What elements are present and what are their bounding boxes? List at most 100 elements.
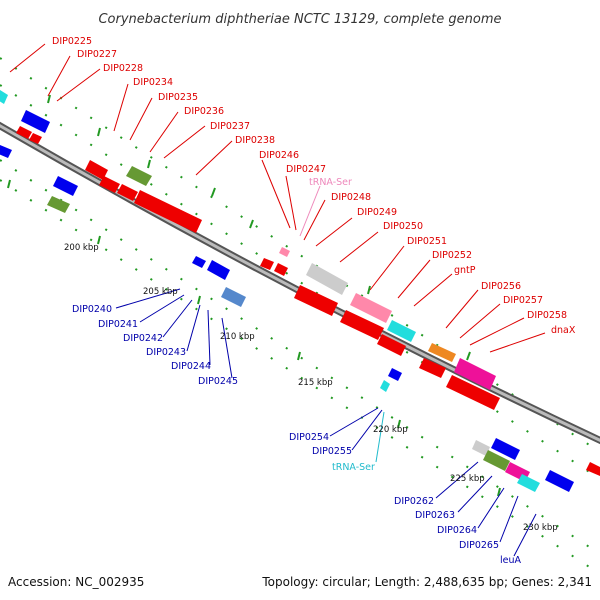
label-dnaX: dnaX <box>551 325 576 336</box>
gene-dip0235 <box>126 166 152 186</box>
leader-dnaX <box>489 332 546 353</box>
forward-gene-labels: DIP0225 DIP0227 DIP0228 DIP0234 DIP0235 … <box>9 36 576 353</box>
leader-dip0243 <box>186 304 201 352</box>
label-trna-ser-forward: tRNA-Ser <box>309 177 352 188</box>
label-dip0257: DIP0257 <box>503 295 543 306</box>
leader-dip0228 <box>56 68 101 102</box>
scale-labels: 200 kbp 205 kbp 210 kbp 215 kbp 220 kbp … <box>64 243 558 533</box>
gene-dip0266 <box>491 438 520 460</box>
gene-dip0234 <box>85 160 108 180</box>
gene-dip0263 <box>483 450 510 471</box>
gene-dnaX <box>446 375 500 410</box>
scale-label-205kbp: 205 kbp <box>143 287 178 297</box>
trna-ser-forward <box>279 247 290 257</box>
label-dip0263: DIP0263 <box>415 510 455 521</box>
gene-dip0228 <box>16 126 32 139</box>
gene-dip0241 <box>53 176 78 196</box>
leader-dip0242 <box>162 299 193 338</box>
forward-features <box>0 90 500 410</box>
label-dip0265: DIP0265 <box>459 540 499 551</box>
label-leuA: leuA <box>500 555 522 566</box>
gene-dip0252 <box>387 320 416 342</box>
scale-label-225kbp: 225 kbp <box>450 474 485 484</box>
leader-dip0256 <box>445 289 479 329</box>
gene-dip0249 <box>294 285 338 316</box>
gene-dip0243 <box>192 256 206 268</box>
label-dip0234: DIP0234 <box>133 77 173 88</box>
label-dip0247: DIP0247 <box>286 164 326 175</box>
leader-dip0237 <box>163 125 206 159</box>
scale-label-210kbp: 210 kbp <box>220 332 255 342</box>
leader-dip0245 <box>221 317 233 379</box>
leader-dip0227 <box>47 55 71 97</box>
label-dip0235: DIP0235 <box>158 92 198 103</box>
gene-dip0240 <box>0 145 12 158</box>
leader-dip0263 <box>457 475 493 513</box>
gene-dip0257 <box>454 358 496 390</box>
accession-text: Accession: NC_002935 <box>8 575 144 589</box>
leader-dip0249 <box>315 217 353 247</box>
label-dip0251: DIP0251 <box>407 236 447 247</box>
map-title: Corynebacterium diphtheriae NCTC 13129, … <box>98 12 501 27</box>
topology-text: Topology: circular; Length: 2,488,635 bp… <box>261 575 592 589</box>
leader-dip0265 <box>499 495 519 543</box>
label-dip0254: DIP0254 <box>289 432 329 443</box>
label-dip0262: DIP0262 <box>394 496 434 507</box>
tick-marks <box>7 94 501 497</box>
leader-trna-ser-rev <box>375 411 385 463</box>
gene-dip0237 <box>117 184 138 201</box>
gene-dip0244 <box>207 260 230 280</box>
leader-dip0240 <box>115 288 181 309</box>
leader-dip0246 <box>261 159 291 229</box>
leader-dip0225 <box>9 43 46 73</box>
leader-dip0238 <box>195 140 233 176</box>
leader-dip0236 <box>149 111 179 153</box>
label-dip0249: DIP0249 <box>357 207 397 218</box>
label-dip0225: DIP0225 <box>52 36 92 47</box>
label-dip0246: DIP0246 <box>259 150 299 161</box>
leader-dip0248 <box>303 199 326 241</box>
reverse-gene-labels: DIP0240 DIP0241 DIP0242 DIP0243 DIP0244 … <box>72 288 537 566</box>
label-trna-ser-reverse: tRNA-Ser <box>332 462 375 473</box>
gene-dip0245 <box>221 287 246 307</box>
gene-leuA <box>545 470 574 492</box>
leader-dip0241 <box>139 294 185 323</box>
leader-dip0255 <box>351 409 383 451</box>
label-gntP: gntP <box>454 265 476 276</box>
gene-dip0236 <box>99 176 120 193</box>
gene-dip0251 <box>340 310 384 340</box>
label-dip0236: DIP0236 <box>184 106 224 117</box>
gene-dip0247 <box>274 263 288 276</box>
label-dip0240: DIP0240 <box>72 304 112 315</box>
leader-dip0262 <box>435 461 479 499</box>
gene-dip0267 <box>586 462 600 476</box>
gene-dip0262 <box>472 440 490 456</box>
gene-dip0250 <box>350 293 392 323</box>
scale-label-230kbp: 230 kbp <box>523 523 558 533</box>
label-dip0252: DIP0252 <box>432 250 472 261</box>
scale-label-220kbp: 220 kbp <box>373 425 408 435</box>
gene-dip0228b <box>29 133 42 144</box>
leader-dip0251 <box>369 245 405 291</box>
leader-dip0235 <box>129 97 153 141</box>
leader-dip0254 <box>329 407 379 437</box>
gene-dip0254 <box>380 380 390 392</box>
leader-dip0264 <box>477 487 505 529</box>
gene-dip0255 <box>388 368 402 381</box>
label-dip0255: DIP0255 <box>312 446 352 457</box>
label-dip0241: DIP0241 <box>98 319 138 330</box>
gene-dip0242 <box>47 196 70 213</box>
label-dip0256: DIP0256 <box>481 281 521 292</box>
label-dip0250: DIP0250 <box>383 221 423 232</box>
label-dip0228: DIP0228 <box>103 63 143 74</box>
label-dip0237: DIP0237 <box>210 121 250 132</box>
leader-dip0234 <box>113 83 129 132</box>
leader-leuA <box>513 513 537 557</box>
gene-dip0238 <box>134 190 202 233</box>
leader-dip0257 <box>459 303 501 339</box>
label-dip0242: DIP0242 <box>123 333 163 344</box>
gene-dip0256 <box>428 343 456 362</box>
label-dip0243: DIP0243 <box>146 347 186 358</box>
leader-trna-ser-fwd <box>299 185 321 237</box>
